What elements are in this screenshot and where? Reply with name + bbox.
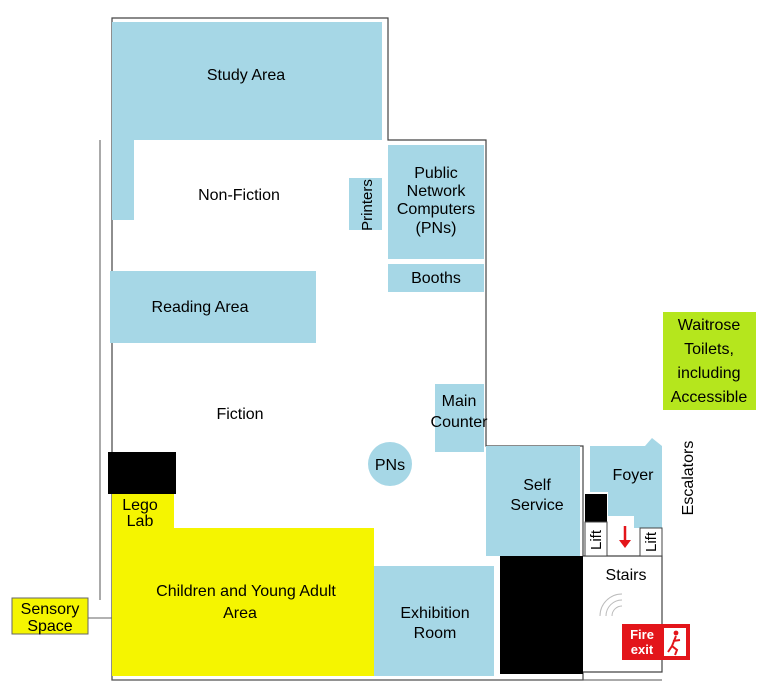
children-line2: Area — [223, 605, 257, 622]
waitrose-line2: Toilets, — [684, 341, 734, 358]
waitrose-toilets-box — [663, 312, 756, 410]
staff-block — [500, 556, 583, 674]
study-area-label: Study Area — [207, 67, 285, 84]
booths-room — [388, 264, 484, 292]
children-area-room — [112, 528, 374, 676]
self-service-line2: Service — [510, 497, 563, 514]
fiction-label: Fiction — [216, 406, 263, 423]
study-area-room — [112, 22, 382, 140]
booths-label: Booths — [411, 270, 461, 287]
non-fiction-alcove — [112, 140, 134, 220]
stairs-icon — [599, 593, 623, 617]
sensory-line2: Space — [27, 618, 72, 635]
pn-label-line2: Network — [407, 183, 467, 200]
escalators-label: Escalators — [680, 441, 697, 516]
pn-computers-room — [388, 145, 484, 259]
stairs-label: Stairs — [606, 567, 647, 584]
pns-label: PNs — [375, 457, 405, 474]
lego-lab-room — [112, 494, 174, 528]
reading-area-label: Reading Area — [152, 299, 249, 316]
children-line1: Children and Young Adult — [156, 583, 336, 600]
main-counter-line1: Main — [442, 393, 477, 410]
lift-right-box — [639, 527, 663, 557]
main-counter — [435, 384, 484, 452]
exhibition-room — [374, 566, 494, 676]
waitrose-line3: including — [677, 365, 740, 382]
storage-block — [108, 452, 176, 494]
fire-exit-line1: Fire — [630, 627, 654, 642]
sensory-space-room — [11, 597, 89, 635]
running-man-icon — [664, 628, 686, 656]
waitrose-line4: Accessible — [671, 389, 748, 406]
foyer-room — [590, 438, 662, 528]
fire-exit-line2: exit — [631, 642, 654, 657]
exhibition-line1: Exhibition — [400, 605, 469, 622]
lego-lab-line2: Lab — [127, 513, 154, 530]
self-service-room — [486, 446, 580, 556]
lift-right-label: Lift — [643, 531, 660, 552]
pn-label-line3: Computers — [397, 201, 475, 218]
reading-area-room — [110, 271, 316, 343]
main-counter-line2: Counter — [431, 414, 489, 431]
lift-left-box — [584, 521, 608, 557]
self-service-line1: Self — [523, 477, 551, 494]
pn-label-line4: (PNs) — [416, 220, 457, 237]
pn-label-line1: Public — [414, 165, 458, 182]
exhibition-line2: Room — [414, 625, 457, 642]
down-arrow-icon — [619, 526, 631, 548]
printers-area — [349, 178, 382, 230]
lift-left-label: Lift — [588, 529, 605, 550]
lift-shaft — [585, 494, 607, 522]
lego-lab-line1: Lego — [122, 497, 158, 514]
waitrose-line1: Waitrose — [678, 317, 741, 334]
non-fiction-label: Non-Fiction — [198, 187, 280, 204]
pns-circle — [368, 442, 412, 486]
sensory-line1: Sensory — [21, 601, 80, 618]
printers-label: Printers — [359, 179, 376, 231]
foyer-label: Foyer — [613, 467, 655, 484]
